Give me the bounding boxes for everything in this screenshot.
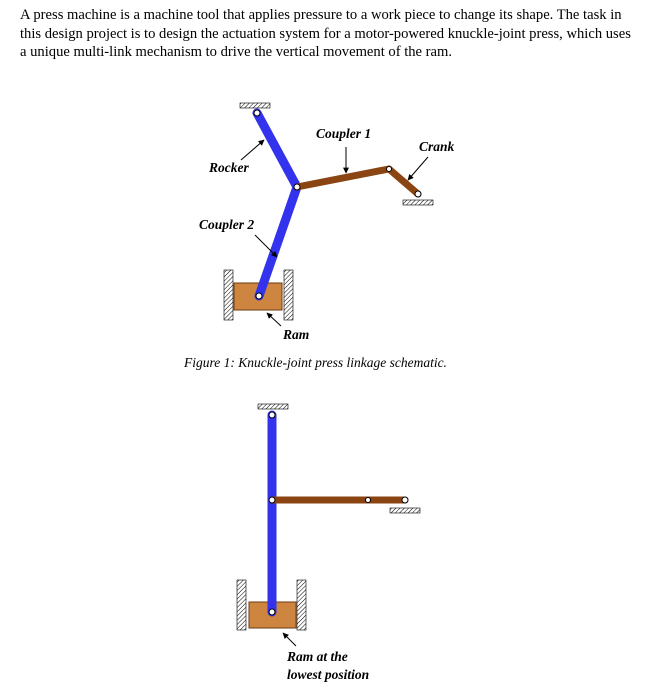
intro-paragraph: A press machine is a machine tool that a… xyxy=(20,7,631,60)
crank-link xyxy=(385,165,422,198)
fig2-ram-pin xyxy=(268,608,276,616)
rocker-arrow xyxy=(240,139,265,161)
guide-wall-left xyxy=(223,269,234,321)
figure-2: Ram at the lowest position xyxy=(236,403,421,682)
coupler-2-arrow xyxy=(254,234,278,258)
fig2-guide-wall-right xyxy=(296,579,307,631)
ram-pin xyxy=(255,292,263,300)
fig2-crank-pivot xyxy=(401,496,409,504)
fig2-rocker-ground xyxy=(257,403,289,410)
fig2-knuckle-joint xyxy=(268,496,276,504)
crank-label: Crank xyxy=(419,139,455,154)
coupler-1-link xyxy=(293,165,393,191)
guide-wall-right xyxy=(283,269,294,321)
crank-coupler-joint xyxy=(386,166,392,172)
fig2-crank-coupler-joint xyxy=(365,497,371,503)
figure-1-caption: Figure 1: Knuckle-joint press linkage sc… xyxy=(183,355,447,370)
coupler-2-label: Coupler 2 xyxy=(199,217,254,232)
rocker-pivot xyxy=(253,109,261,117)
fig2-guide-wall-left xyxy=(236,579,247,631)
coupler-2-link xyxy=(254,182,302,301)
figure-1: Coupler 1 Crank Rocker Coupler 2 Ram Fig… xyxy=(183,102,455,370)
fig2-rocker-pivot xyxy=(268,411,276,419)
crank-arrow xyxy=(407,156,429,181)
ram-label: Ram xyxy=(282,327,309,342)
rocker-link xyxy=(252,108,302,192)
coupler-1-label: Coupler 1 xyxy=(316,126,371,141)
fig2-ram-label-line-1: Ram at the xyxy=(286,649,348,664)
rocker-ground xyxy=(239,102,271,109)
rocker-label: Rocker xyxy=(208,160,249,175)
crank-pivot xyxy=(414,190,422,198)
ram-arrow xyxy=(266,312,282,327)
knuckle-joint xyxy=(293,183,301,191)
fig2-ram-label-line-2: lowest position xyxy=(287,667,369,682)
fig2-ram-arrow xyxy=(282,632,297,647)
crank-ground xyxy=(402,199,434,206)
fig2-crank-ground xyxy=(389,507,421,514)
